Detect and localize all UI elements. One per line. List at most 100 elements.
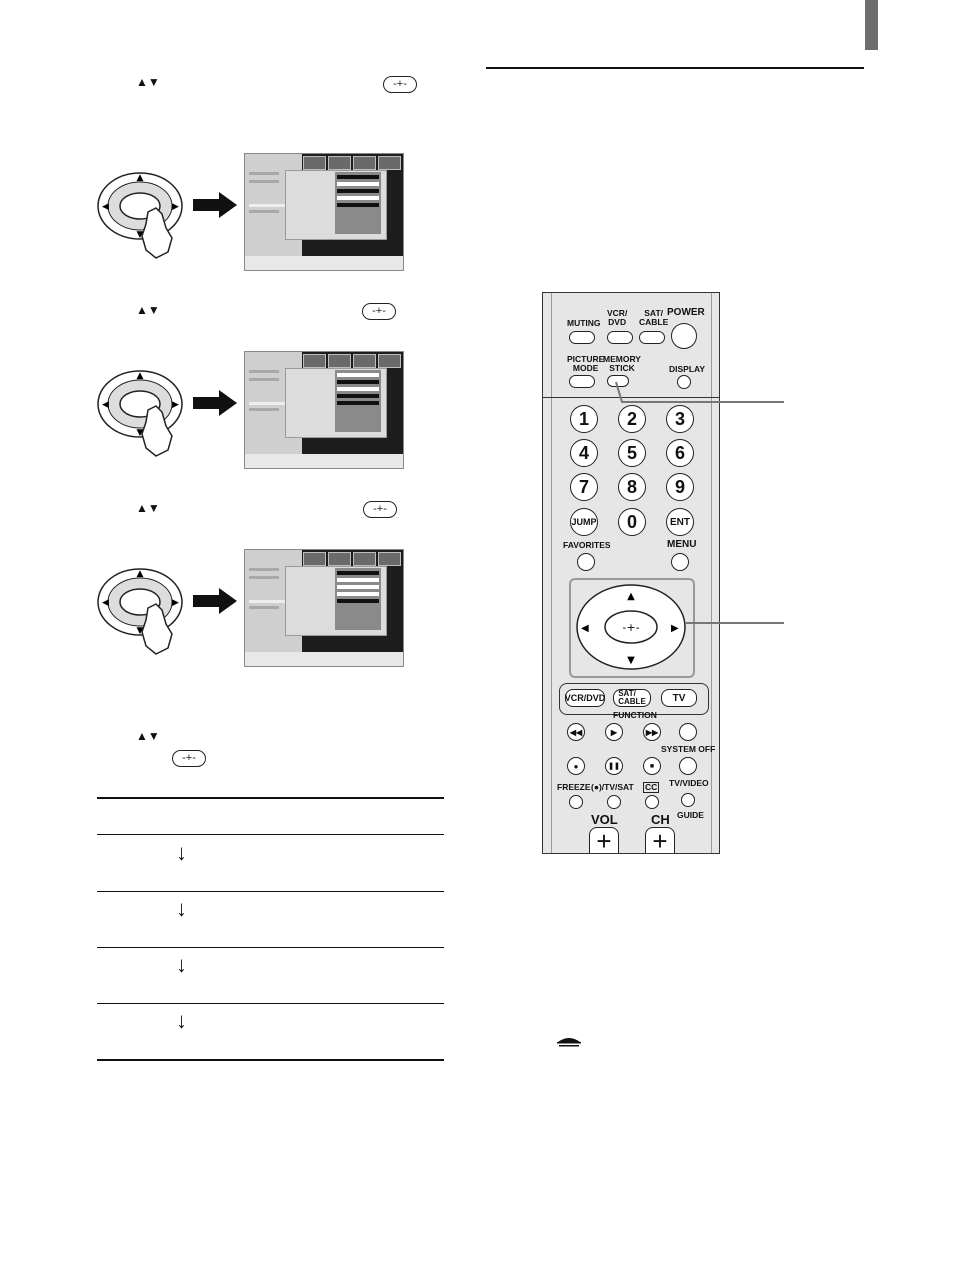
tv-sat-label: (●)/TV/SAT (591, 782, 634, 792)
muting-label: MUTING (567, 318, 601, 328)
record-button[interactable]: ● (567, 757, 585, 775)
digit-1-button[interactable]: 1 (570, 405, 598, 433)
tv-menu-screen (244, 153, 404, 271)
up-down-arrows-icon: ▲▼ (136, 729, 160, 743)
table-bottom-rule (97, 1059, 444, 1061)
digit-5-button[interactable]: 5 (618, 439, 646, 467)
section-rule (486, 67, 864, 69)
sequence-arrow-icon: ↓ (176, 952, 187, 977)
function-group (559, 683, 709, 715)
joystick-button[interactable]: ▲ ▼ ◀ ▶ -+- (575, 583, 687, 671)
joystick-illustration: ▲ ▼ ◀ ▶ (97, 568, 183, 655)
menu-button[interactable] (671, 553, 689, 571)
table-rule (97, 947, 444, 948)
svg-text:▶: ▶ (671, 623, 679, 634)
play-button[interactable]: ▶ (605, 723, 623, 741)
tv-menu-screen (244, 549, 404, 667)
table-rule (97, 1003, 444, 1004)
sequence-arrow-icon: ↓ (176, 896, 187, 921)
digit-9-button[interactable]: 9 (666, 473, 694, 501)
svg-text:▶: ▶ (172, 202, 179, 212)
function-vcr-dvd-button[interactable]: VCR/DVD (565, 689, 605, 707)
vol-label: VOL (591, 812, 618, 827)
fast-forward-button[interactable]: ▶▶ (643, 723, 661, 741)
memory-stick-icon (557, 1038, 581, 1047)
svg-text:◀: ◀ (102, 400, 109, 410)
digit-0-button[interactable]: 0 (618, 508, 646, 536)
picture-mode-label: PICTURE MODE (567, 354, 605, 373)
cc-button[interactable] (645, 795, 659, 809)
freeze-button[interactable] (569, 795, 583, 809)
tv-menu-screen (244, 351, 404, 469)
muting-button[interactable] (569, 331, 595, 344)
remote-control: MUTING VCR/ DVD SAT/ CABLE POWER PICTURE… (542, 292, 720, 854)
memory-stick-label: MEMORY STICK (603, 354, 641, 373)
guide-label: GUIDE (677, 810, 704, 820)
digit-4-button[interactable]: 4 (570, 439, 598, 467)
pause-button[interactable]: ❚❚ (605, 757, 623, 775)
svg-text:▼: ▼ (137, 230, 144, 240)
enter-button-icon: -+- (362, 303, 396, 320)
enter-button-icon: -+- (363, 501, 397, 518)
svg-text:◀: ◀ (102, 598, 109, 608)
svg-text:▼: ▼ (627, 655, 635, 666)
channel-up-button[interactable]: + (645, 827, 675, 853)
up-down-arrows-icon: ▲▼ (136, 501, 160, 515)
tv-video-label: TV/VIDEO (669, 778, 709, 788)
svg-text:▼: ▼ (137, 428, 144, 438)
table-rule (97, 834, 444, 835)
power-label: POWER (667, 307, 705, 318)
blank-button[interactable] (679, 723, 697, 741)
svg-text:◀: ◀ (581, 623, 589, 634)
cc-label: CC (643, 782, 660, 793)
joystick-illustration: ▲ ▼ ◀ ▶ (97, 370, 183, 457)
digit-8-button[interactable]: 8 (618, 473, 646, 501)
tv-sat-button[interactable] (607, 795, 621, 809)
joystick-callout (686, 622, 784, 624)
table-rule (97, 891, 444, 892)
volume-up-button[interactable]: + (589, 827, 619, 853)
table-top-rule (97, 797, 444, 799)
memory-stick-callout (615, 381, 784, 403)
enter-button-icon: -+- (172, 750, 206, 767)
up-down-arrows-icon: ▲▼ (136, 75, 160, 89)
power-button[interactable] (671, 323, 697, 349)
page-edge-tab (865, 0, 878, 50)
vcr-dvd-button[interactable] (607, 331, 633, 344)
rewind-button[interactable]: ◀◀ (567, 723, 585, 741)
digit-6-button[interactable]: 6 (666, 439, 694, 467)
svg-text:▲: ▲ (137, 371, 144, 381)
function-tv-button[interactable]: TV (661, 689, 697, 707)
svg-text:▶: ▶ (172, 400, 179, 410)
tv-video-button[interactable] (681, 793, 695, 807)
svg-text:▲: ▲ (137, 173, 144, 183)
system-off-label: SYSTEM OFF (661, 744, 716, 754)
favorites-button[interactable] (577, 553, 595, 571)
system-off-button[interactable] (679, 757, 697, 775)
function-label: FUNCTION (613, 710, 657, 720)
joystick-illustration: ▲ ▼ ◀ ▶ (97, 172, 183, 259)
up-down-arrows-icon: ▲▼ (136, 303, 160, 317)
svg-text:▲: ▲ (627, 591, 635, 602)
display-button[interactable] (677, 375, 691, 389)
picture-mode-button[interactable] (569, 375, 595, 388)
joystick-frame (569, 578, 695, 678)
svg-text:▼: ▼ (137, 626, 144, 636)
sat-cable-label: SAT/ CABLE (639, 308, 669, 327)
enter-button-icon: -+- (383, 76, 417, 93)
jump-button[interactable]: JUMP (570, 508, 598, 536)
digit-3-button[interactable]: 3 (666, 405, 694, 433)
ent-button[interactable]: ENT (666, 508, 694, 536)
svg-text:▲: ▲ (137, 569, 144, 579)
svg-text:-+-: -+- (622, 621, 639, 634)
digit-2-button[interactable]: 2 (618, 405, 646, 433)
stop-button[interactable]: ■ (643, 757, 661, 775)
digit-7-button[interactable]: 7 (570, 473, 598, 501)
right-arrow-icon (193, 192, 237, 218)
sat-cable-button[interactable] (639, 331, 665, 344)
function-sat-cable-button[interactable]: SAT/ CABLE (613, 689, 651, 707)
sequence-arrow-icon: ↓ (176, 1008, 187, 1033)
sequence-arrow-icon: ↓ (176, 840, 187, 865)
freeze-label: FREEZE (557, 782, 591, 792)
ch-label: CH (651, 812, 670, 827)
